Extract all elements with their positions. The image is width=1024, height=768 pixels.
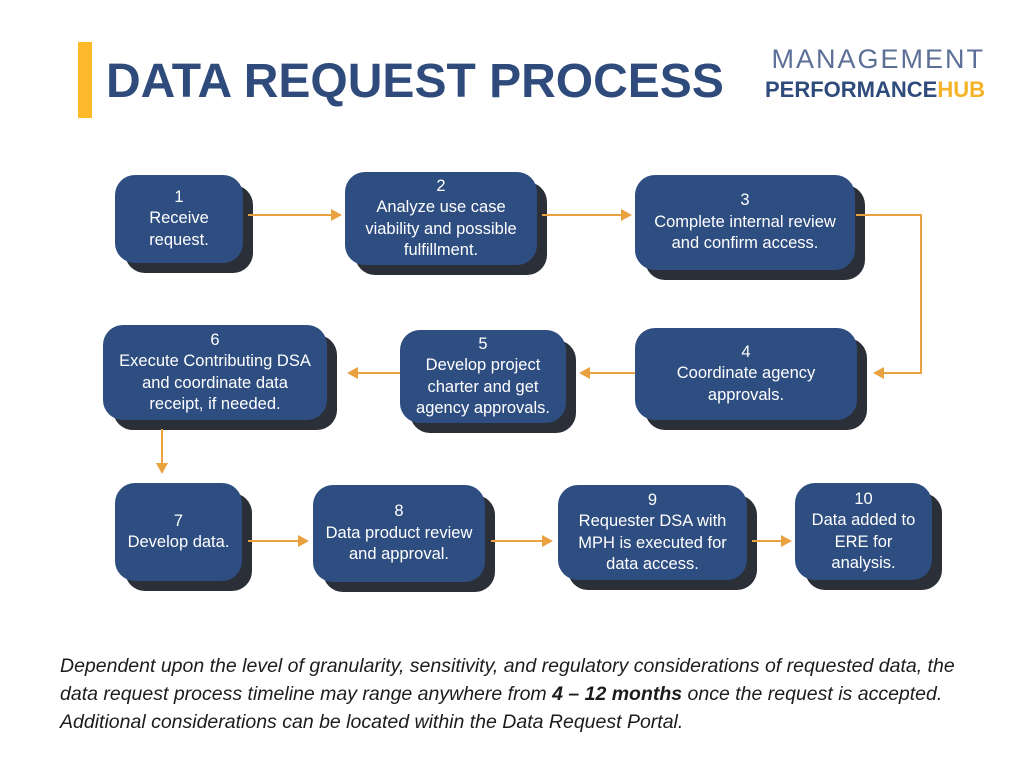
step-label: Complete internal review and confirm acc… bbox=[654, 212, 836, 253]
flow-step-9: 9 Requester DSA with MPH is executed for… bbox=[558, 485, 747, 580]
footer-text-bold: 4 – 12 months bbox=[552, 682, 683, 705]
step-label: Analyze use case viability and possible … bbox=[365, 198, 517, 259]
step-number: 10 bbox=[854, 489, 873, 508]
step-number: 2 bbox=[436, 176, 446, 195]
arrow-3-4-head-icon bbox=[873, 367, 884, 379]
logo-performance-text: PERFORMANCE bbox=[764, 77, 938, 102]
flow-step-2: 2 Analyze use case viability and possibl… bbox=[345, 172, 537, 265]
arrow-5-6-head-icon bbox=[347, 367, 358, 379]
flow-step-7: 7 Develop data. bbox=[115, 483, 242, 581]
arrow-8-9-head-icon bbox=[542, 535, 553, 547]
step-number: 9 bbox=[647, 490, 658, 509]
arrow-8-9-line bbox=[491, 540, 542, 542]
flow-step-5: 5 Develop project charter and get agency… bbox=[400, 330, 566, 423]
step-label: Execute Contributing DSA and coordinate … bbox=[119, 352, 311, 413]
arrow-2-3-head-icon bbox=[621, 209, 632, 221]
arrow-6-7-line bbox=[161, 429, 163, 463]
arrow-7-8-line bbox=[248, 540, 298, 542]
arrow-3-4-segment-left bbox=[884, 372, 922, 374]
step-label: Data product review and approval. bbox=[325, 523, 473, 564]
arrow-2-3-line bbox=[542, 214, 621, 216]
step-label: Data added to ERE for analysis. bbox=[811, 511, 916, 572]
step-label: Requester DSA with MPH is executed for d… bbox=[578, 512, 727, 573]
arrow-6-7-head-icon bbox=[156, 463, 168, 474]
title-accent-bar bbox=[78, 42, 92, 118]
step-number: 7 bbox=[173, 511, 184, 530]
arrow-4-5-head-icon bbox=[579, 367, 590, 379]
page-title: DATA REQUEST PROCESS bbox=[106, 55, 724, 108]
flow-step-8: 8 Data product review and approval. bbox=[313, 485, 485, 582]
footer-note: Dependent upon the level of granularity,… bbox=[60, 652, 968, 736]
mph-logo: MANAGEMENT PERFORMANCEHUB bbox=[765, 46, 985, 101]
arrow-4-5-line bbox=[590, 372, 635, 374]
step-number: 1 bbox=[174, 187, 184, 206]
flow-step-4: 4 Coordinate agency approvals. bbox=[635, 328, 857, 420]
step-label: Develop data. bbox=[127, 533, 230, 551]
logo-management-text: MANAGEMENT bbox=[771, 44, 985, 74]
arrow-3-4-segment-right bbox=[856, 214, 922, 216]
flow-step-1: 1 Receive request. bbox=[115, 175, 243, 263]
arrow-9-10-head-icon bbox=[781, 535, 792, 547]
step-number: 6 bbox=[210, 330, 220, 349]
step-label: Coordinate agency approvals. bbox=[676, 364, 816, 404]
step-number: 4 bbox=[741, 342, 751, 361]
step-number: 5 bbox=[478, 334, 488, 353]
flow-step-3: 3 Complete internal review and confirm a… bbox=[635, 175, 855, 270]
arrow-3-4-segment-down bbox=[920, 214, 922, 373]
footer-text-after: once the request is accepted. Additional… bbox=[60, 682, 943, 733]
logo-performancehub-text: PERFORMANCEHUB bbox=[765, 79, 985, 101]
flow-step-6: 6 Execute Contributing DSA and coordinat… bbox=[103, 325, 327, 420]
footer-text-before: Dependent upon the level of granularity,… bbox=[60, 654, 955, 705]
arrow-7-8-head-icon bbox=[298, 535, 309, 547]
step-label: Develop project charter and get agency a… bbox=[416, 356, 550, 417]
flow-step-10: 10 Data added to ERE for analysis. bbox=[795, 483, 932, 580]
step-label: Receive request. bbox=[149, 209, 209, 249]
arrow-5-6-line bbox=[358, 372, 400, 374]
arrow-9-10-line bbox=[752, 540, 781, 542]
logo-hub-text: HUB bbox=[937, 77, 985, 102]
arrow-1-2-head-icon bbox=[331, 209, 342, 221]
arrow-1-2-line bbox=[248, 214, 331, 216]
step-number: 3 bbox=[740, 191, 750, 210]
step-number: 8 bbox=[394, 502, 404, 521]
